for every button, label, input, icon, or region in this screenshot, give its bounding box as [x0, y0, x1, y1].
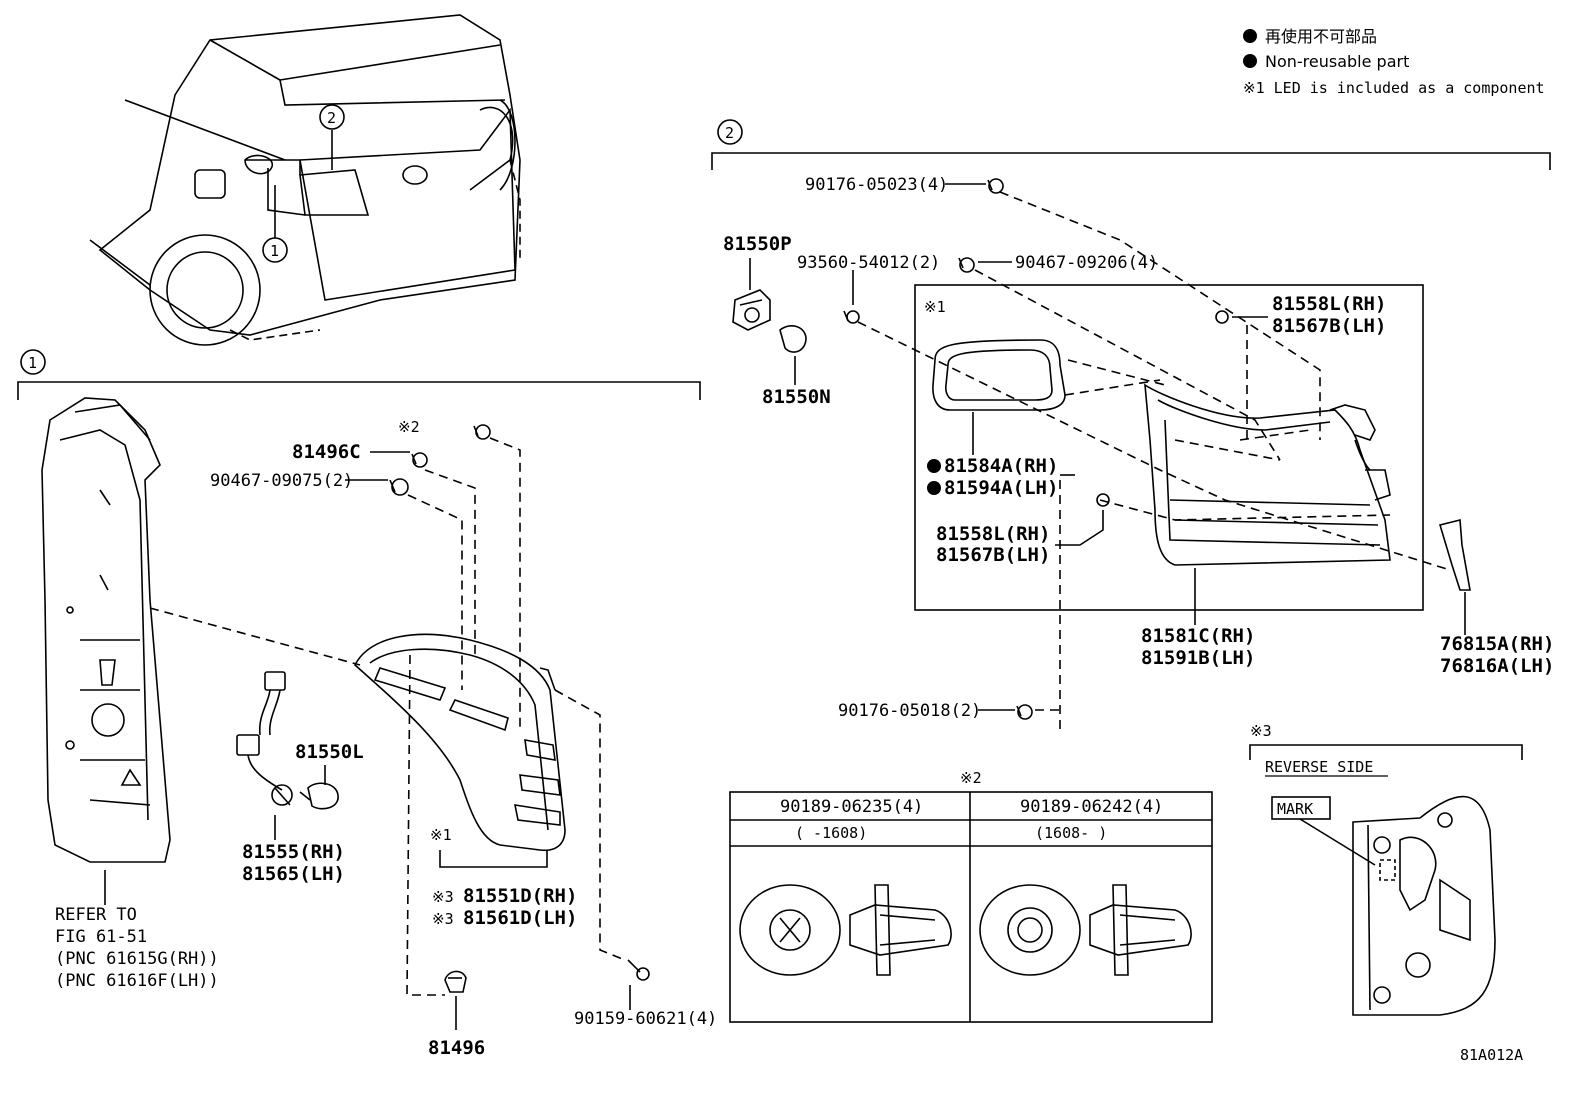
- refer-line-4: (PNC 61616F(LH)): [55, 971, 219, 991]
- screw-93560-54012: [843, 310, 860, 324]
- section-1-guides: [149, 437, 626, 996]
- note1-marker-lamp: ※1: [924, 298, 946, 316]
- table-col2-date: (1608- ): [1035, 824, 1107, 842]
- label-81551D: 81551D(RH): [463, 885, 577, 907]
- legend-jp: 再使用不可部品: [1265, 27, 1377, 46]
- reverse-side-title: REVERSE SIDE: [1265, 758, 1373, 776]
- label-81567B-upper: 81567B(LH): [1272, 315, 1386, 337]
- label-81584A: 81584A(RH): [944, 455, 1058, 477]
- refer-line-1: REFER TO: [55, 905, 137, 925]
- label-81496C: 81496C: [292, 441, 361, 463]
- callout-2-vehicle: 2: [327, 109, 336, 127]
- callout-circle-1-vehicle: [262, 237, 288, 263]
- fastener-81496: [444, 970, 467, 993]
- callout-circle-1-section: [20, 349, 46, 375]
- rear-lamp-assembly-81551D: [354, 633, 566, 852]
- section-2-bracket: [711, 152, 1551, 170]
- bulb-81550L: [299, 782, 339, 810]
- plate-76815A: [1438, 518, 1471, 591]
- label-90176-05023: 90176-05023(4): [805, 175, 948, 195]
- note3-marker-81561D: ※3: [432, 910, 454, 928]
- non-reusable-dot-jp: [1243, 29, 1257, 43]
- reverse-side-bracket: [1249, 744, 1523, 760]
- lamp-bracket-81551D: [439, 850, 548, 868]
- callout-2-section: 2: [725, 124, 734, 142]
- callout-1-section: 1: [28, 354, 37, 372]
- label-81558L-upper: 81558L(RH): [1272, 293, 1386, 315]
- table-col1-date: ( -1608): [795, 824, 867, 842]
- label-81550P: 81550P: [723, 233, 792, 255]
- quarter-panel-illustration: [41, 397, 171, 863]
- vehicle-rear-illustration: [89, 14, 521, 346]
- clip-drawing-later: [979, 884, 1192, 976]
- reverse-side-lamp: [1271, 795, 1496, 1016]
- socket-and-wire-81555: [236, 671, 293, 806]
- note2-marker-fastener: ※2: [398, 418, 420, 436]
- reverse-side-mark: MARK: [1277, 800, 1313, 818]
- label-90176-05018: 90176-05018(2): [838, 701, 981, 721]
- note1-marker-81551D: ※1: [430, 826, 452, 844]
- fastener-81496C: [411, 452, 428, 468]
- clip-81558L-upper: [1215, 310, 1229, 324]
- clip-81558L-lower: [1096, 493, 1110, 507]
- table-col1-part: 90189-06235(4): [780, 797, 923, 817]
- label-81567B-lower: 81567B(LH): [936, 544, 1050, 566]
- bulb-81550N: [779, 325, 807, 353]
- lamp-body-81581C: [1144, 383, 1391, 566]
- label-81561D: 81561D(LH): [463, 907, 577, 929]
- figure-id: 81A012A: [1460, 1046, 1523, 1064]
- label-81496: 81496: [428, 1037, 485, 1059]
- clip-drawing-early: [739, 884, 952, 976]
- callout-circle-2-vehicle: [319, 104, 345, 130]
- section-1-bracket: [17, 381, 701, 400]
- label-90467-09075: 90467-09075(2): [210, 471, 353, 491]
- table-col2-part: 90189-06242(4): [1020, 797, 1163, 817]
- label-81581C: 81581C(RH): [1141, 625, 1255, 647]
- screw-90159-60621: [627, 959, 650, 981]
- fastener-note2: [473, 424, 491, 440]
- callout-1-vehicle: 1: [270, 242, 279, 260]
- label-81565: 81565(LH): [242, 863, 345, 885]
- screw-90467-09206: [958, 257, 975, 273]
- section-2-guides: [857, 191, 1451, 735]
- label-81550L: 81550L: [295, 741, 364, 763]
- label-93560-54012: 93560-54012(2): [797, 253, 940, 273]
- label-76816A: 76816A(LH): [1440, 655, 1554, 677]
- screw-90176-05023: [987, 178, 1004, 194]
- legend-en: Non-reusable part: [1265, 52, 1409, 71]
- label-81555: 81555(RH): [242, 841, 345, 863]
- refer-line-2: FIG 61-51: [55, 927, 147, 947]
- note2-marker-table: ※2: [960, 769, 982, 787]
- clip-table: [729, 791, 1213, 1023]
- label-81558L-lower: 81558L(RH): [936, 523, 1050, 545]
- non-reusable-dot-en: [1243, 54, 1257, 68]
- label-81591B: 81591B(LH): [1141, 647, 1255, 669]
- non-reusable-dot-81594A: [927, 481, 941, 495]
- socket-81550P: [732, 289, 771, 331]
- label-90467-09206: 90467-09206(4): [1015, 253, 1158, 273]
- gasket-81584A: [932, 339, 1066, 411]
- refer-line-3: (PNC 61615G(RH)): [55, 949, 219, 969]
- label-76815A: 76815A(RH): [1440, 633, 1554, 655]
- callout-circle-2-section: [717, 119, 743, 145]
- label-81594A: 81594A(LH): [944, 477, 1058, 499]
- note3-marker-reverse: ※3: [1250, 722, 1272, 740]
- label-81550N: 81550N: [762, 386, 831, 408]
- label-90159-60621: 90159-60621(4): [574, 1009, 717, 1029]
- screw-90176-05018: [1016, 704, 1033, 720]
- note3-marker-81551D: ※3: [432, 888, 454, 906]
- non-reusable-dot-81584A: [927, 459, 941, 473]
- legend-note1: ※1 LED is included as a component: [1243, 79, 1545, 97]
- lamp-component-frame: [914, 284, 1424, 611]
- fastener-90467-09075: [389, 478, 409, 496]
